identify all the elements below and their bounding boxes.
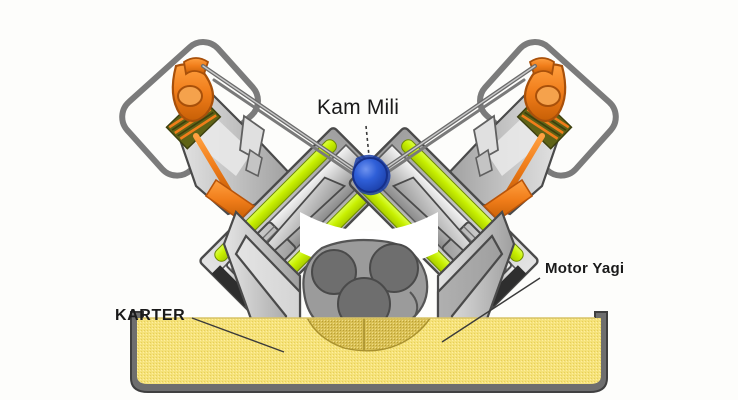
left-lifter-foot [245,148,263,178]
right-rocker-tip [528,57,555,76]
right-rocker-pivot [535,85,561,107]
left-head-highlight [192,118,252,176]
left-pushrod-secondary [212,78,358,178]
crankcase-group [222,210,516,354]
crank-counterweight-right [369,243,419,293]
camshaft [352,157,388,193]
crank-throw-line [409,291,419,319]
crankcase-leader-line [191,317,285,353]
left-rocker-pivot [177,85,203,107]
right-lifter-foot [475,148,493,178]
right-pushrod-highlight [385,65,536,169]
crank-counterweight-left [311,249,357,295]
oil-leader-line [441,277,541,343]
engine-oil-label: Motor Yagi [545,260,625,277]
crankshaft [302,238,429,338]
oil-pan-group [130,311,608,393]
crankcase-label: KARTER [115,307,186,324]
left-pushrod-highlight [202,65,353,169]
camshaft-group [352,154,391,196]
right-head-highlight [486,118,546,176]
left-rocker-tip [183,57,210,76]
leader-lines [191,125,541,353]
camshaft-label: Kam Mili [317,96,400,119]
oil-submerged-shadow [299,318,438,352]
right-pushrod-secondary [380,78,526,178]
camshaft-leader-line [365,125,370,157]
